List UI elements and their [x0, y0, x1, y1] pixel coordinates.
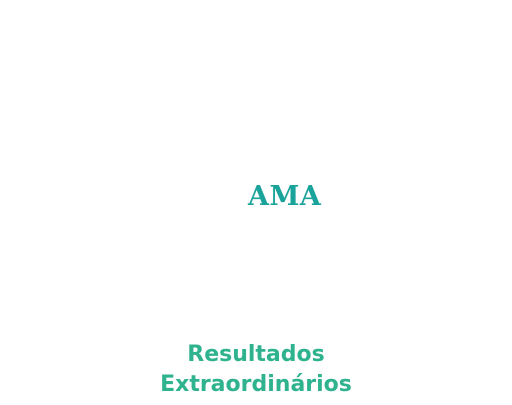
tagline-line-2: Extraordinários — [160, 372, 352, 397]
brand-logo-text: AMA — [248, 181, 322, 212]
tagline-line-1: Resultados — [187, 342, 325, 367]
tagline: Resultados Extraordinários — [0, 340, 512, 400]
